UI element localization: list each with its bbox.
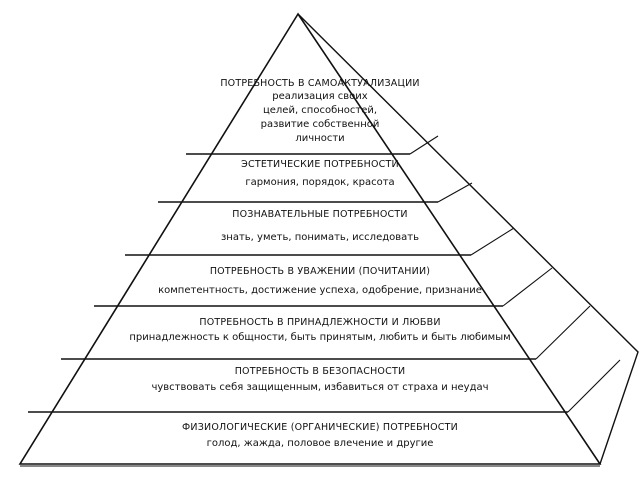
level-physiological: ФИЗИОЛОГИЧЕСКИЕ (ОРГАНИЧЕСКИЕ) ПОТРЕБНОС…	[0, 422, 640, 451]
side-edge-2	[437, 182, 473, 203]
pyramid-outline	[18, 12, 602, 465]
level-heading: ФИЗИОЛОГИЧЕСКИЕ (ОРГАНИЧЕСКИЕ) ПОТРЕБНОС…	[182, 422, 458, 433]
level-aesthetic: ЭСТЕТИЧЕСКИЕ ПОТРЕБНОСТИ гармония, поряд…	[0, 159, 640, 190]
level-line: голод, жажда, половое влечение и другие	[206, 438, 434, 449]
level-heading: ПОЗНАВАТЕЛЬНЫЕ ПОТРЕБНОСТИ	[232, 209, 408, 220]
level-heading: ПОТРЕБНОСТЬ В САМОАКТУАЛИЗАЦИИ	[220, 78, 420, 89]
side-edge-5	[535, 305, 591, 360]
side-edge-1	[409, 135, 439, 155]
level-heading: ПОТРЕБНОСТЬ В БЕЗОПАСНОСТИ	[234, 366, 406, 377]
level-line: гармония, порядок, красота	[245, 177, 395, 188]
level-line: принадлежность к общности, быть принятым…	[129, 332, 511, 343]
side-edge-3	[470, 227, 515, 256]
level-heading: ПОТРЕБНОСТЬ В УВАЖЕНИИ (ПОЧИТАНИИ)	[209, 266, 431, 277]
level-line: компетентность, достижение успеха, одобр…	[158, 285, 482, 296]
level-cognitive: ПОЗНАВАТЕЛЬНЫЕ ПОТРЕБНОСТИ знать, уметь,…	[0, 209, 640, 245]
level-line: знать, уметь, понимать, исследовать	[220, 232, 419, 243]
level-line: реализация своих	[272, 91, 368, 102]
level-separators	[28, 153, 568, 413]
pyramid-side-face	[297, 13, 639, 465]
level-line: чувствовать себя защищенным, избавиться …	[151, 382, 489, 393]
level-heading: ЭСТЕТИЧЕСКИЕ ПОТРЕБНОСТИ	[241, 159, 399, 170]
level-esteem: ПОТРЕБНОСТЬ В УВАЖЕНИИ (ПОЧИТАНИИ) компе…	[0, 266, 640, 298]
level-line: развитие собственной	[260, 119, 380, 130]
level-belonging: ПОТРЕБНОСТЬ В ПРИНАДЛЕЖНОСТИ И ЛЮБВИ при…	[0, 317, 640, 345]
side-edge-6	[567, 359, 621, 413]
level-line: личности	[295, 133, 345, 144]
side-edge-4	[502, 267, 553, 307]
level-self-actualization: ПОТРЕБНОСТЬ В САМОАКТУАЛИЗАЦИИ реализаци…	[0, 78, 640, 146]
side-face-edges	[409, 135, 621, 413]
level-safety: ПОТРЕБНОСТЬ В БЕЗОПАСНОСТИ чувствовать с…	[0, 366, 640, 395]
level-heading: ПОТРЕБНОСТЬ В ПРИНАДЛЕЖНОСТИ И ЛЮБВИ	[199, 317, 441, 328]
level-line: целей, способностей,	[262, 105, 378, 116]
